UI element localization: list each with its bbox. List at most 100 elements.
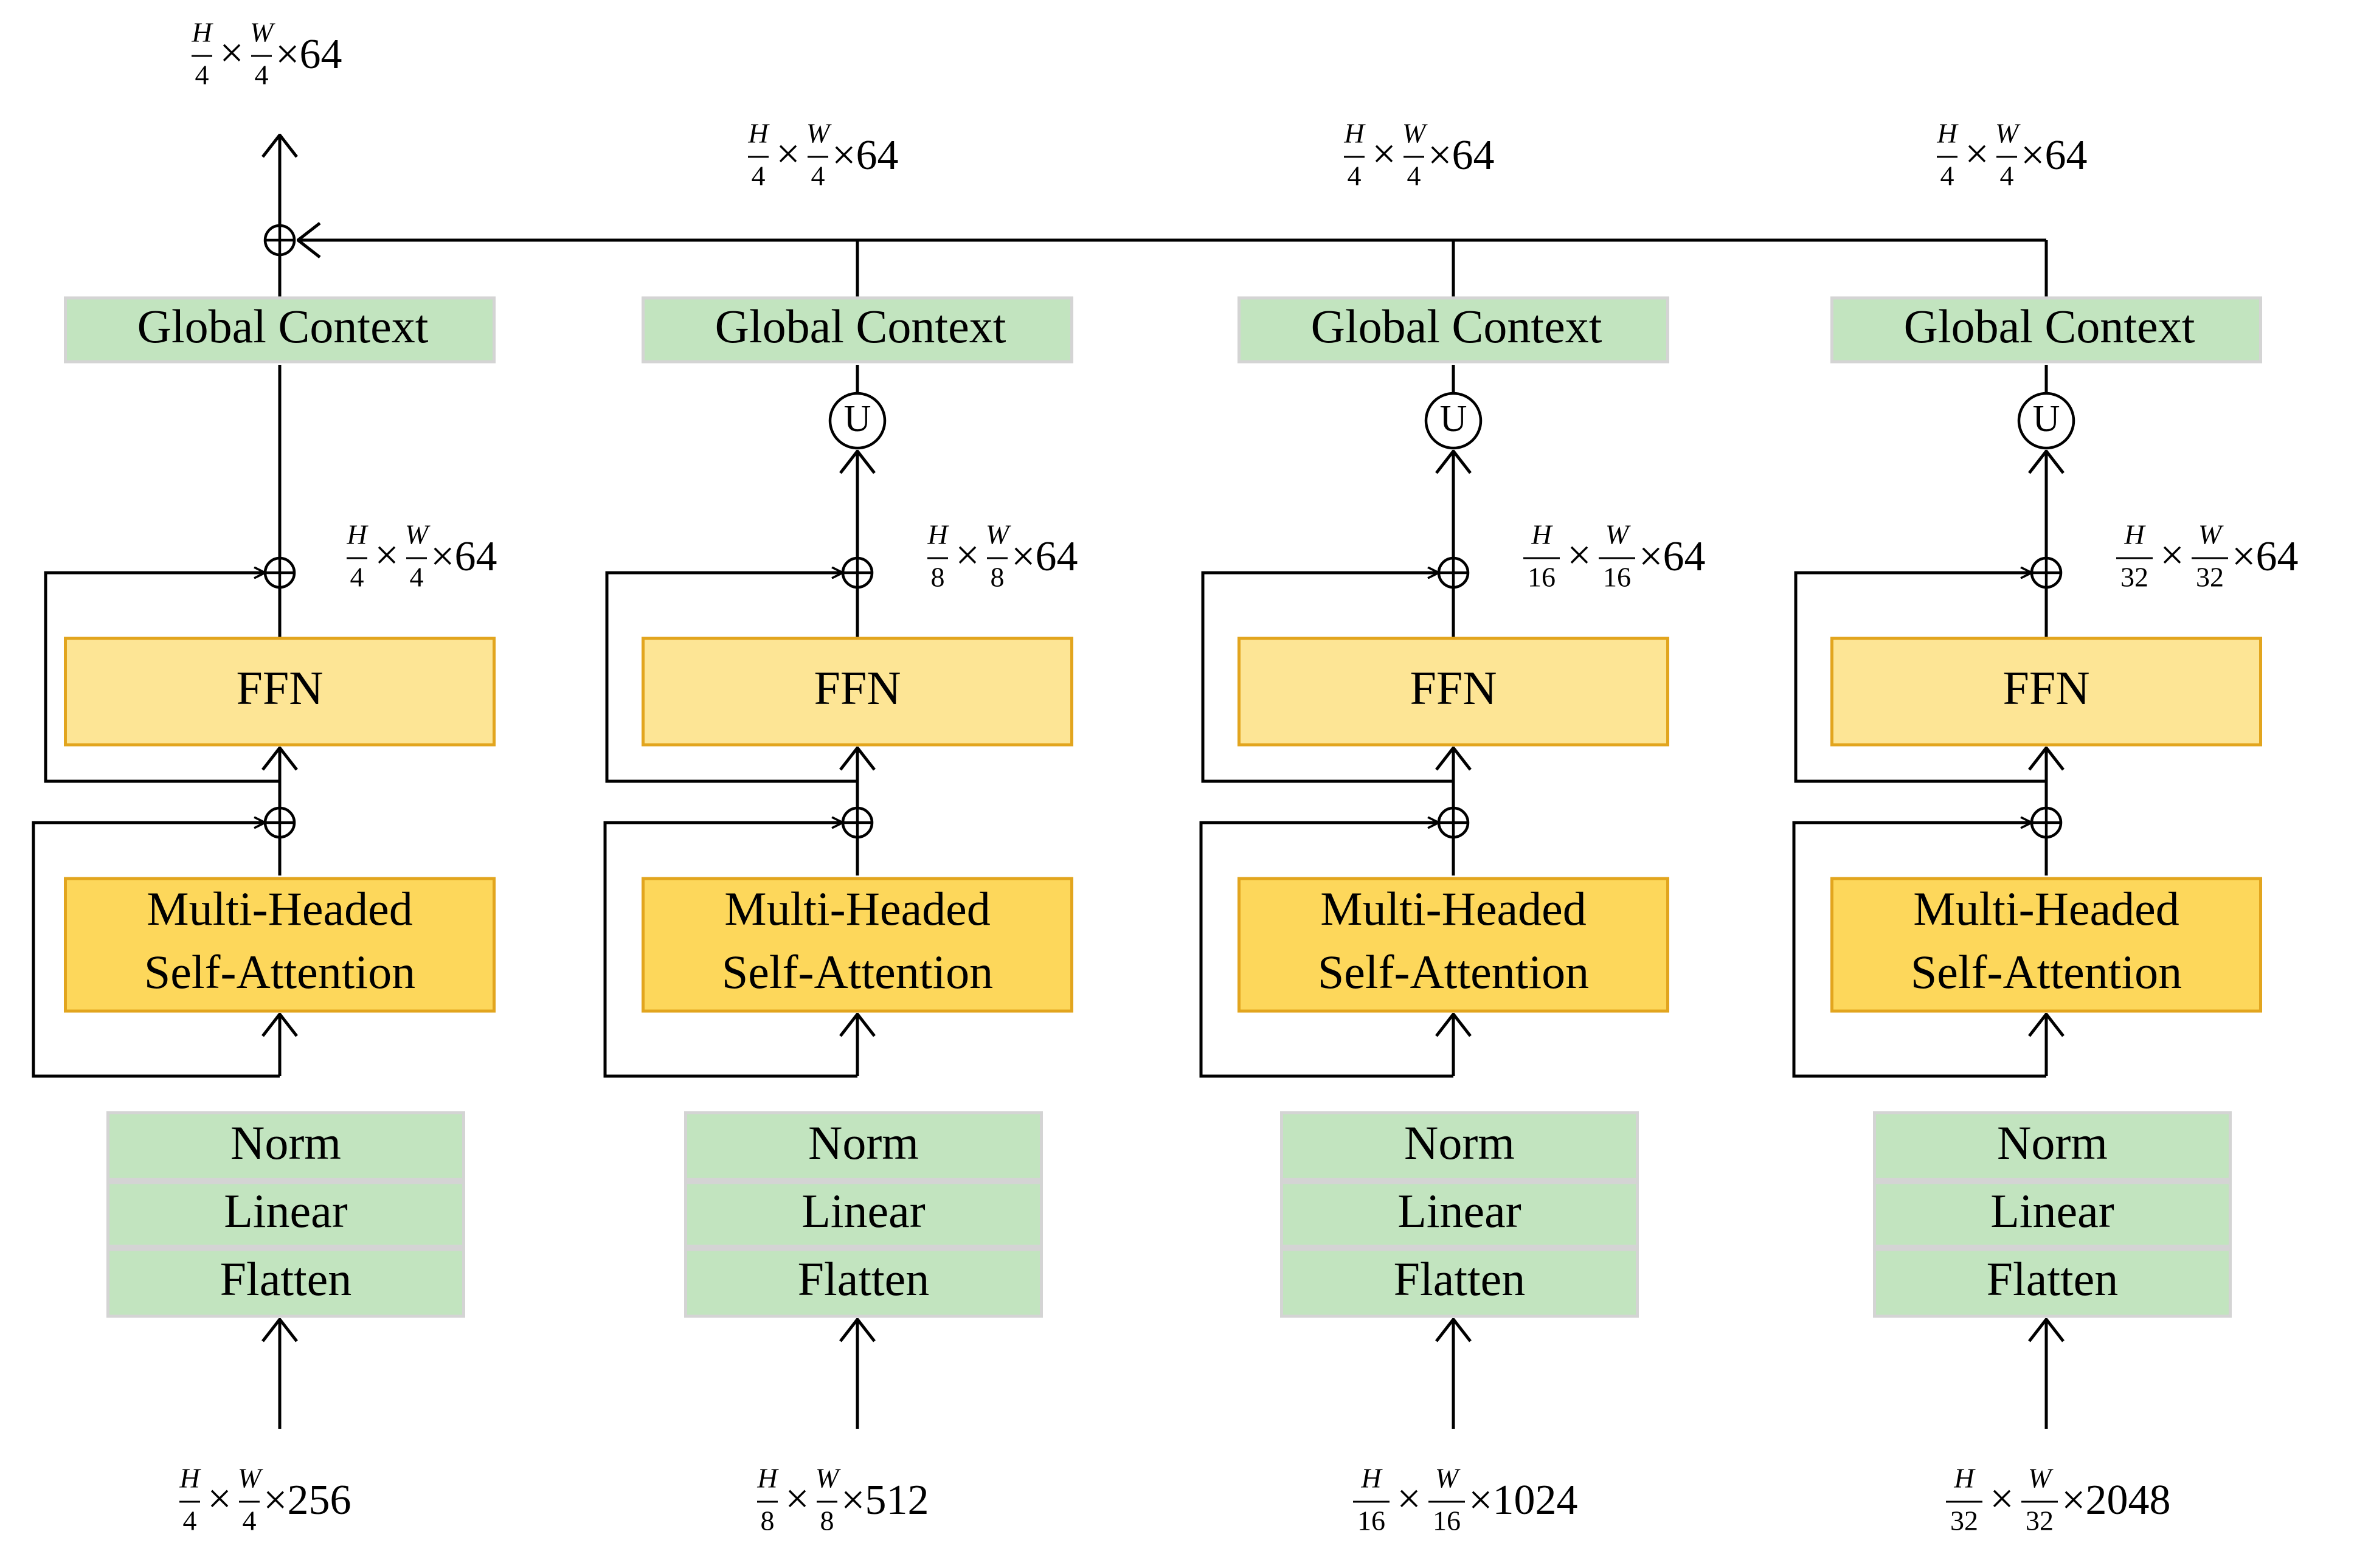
ffn-block	[1237, 637, 1669, 747]
fraction-numerator: H	[1360, 1463, 1383, 1494]
fraction-numerator: H	[927, 519, 949, 550]
residual-1-arrow	[1199, 823, 1453, 1078]
connector-lines	[32, 135, 2046, 1429]
times-symbol: ×	[785, 1476, 809, 1522]
fraction-numerator: W	[806, 118, 832, 149]
residual-1-arrow	[32, 823, 280, 1078]
norm-block	[684, 1111, 1043, 1181]
times-symbol: ×	[1397, 1476, 1421, 1522]
fraction-denominator: 16	[1433, 1505, 1461, 1536]
norm-block	[106, 1111, 465, 1181]
ffn-block	[64, 637, 496, 747]
times-symbol: ×	[1990, 1476, 2013, 1522]
linear-block	[106, 1181, 465, 1248]
output-dim-label: H4×W4×64	[747, 118, 898, 192]
global-context-block	[1237, 296, 1669, 364]
fraction-numerator: W	[815, 1463, 841, 1494]
fraction-denominator: 4	[255, 60, 269, 91]
upsample-icon: U	[1424, 392, 1483, 450]
fraction-numerator: H	[1936, 118, 1959, 149]
times-symbol: ×	[375, 532, 398, 579]
fraction-denominator: 8	[761, 1505, 775, 1536]
add-icon	[1437, 806, 1470, 839]
mhsa-label-line2: Self-Attention	[144, 945, 415, 998]
ffn-block	[1830, 637, 2262, 747]
flatten-label: Flatten	[1394, 1252, 1526, 1305]
add-icon	[841, 806, 874, 839]
fraction-denominator: 8	[820, 1505, 834, 1536]
fraction-denominator: 4	[410, 562, 424, 593]
channel-count: ×1024	[1469, 1477, 1577, 1524]
times-symbol: ×	[2160, 532, 2184, 579]
upsample-circle	[2017, 392, 2075, 450]
fraction-numerator: W	[1605, 519, 1631, 550]
channel-count: ×512	[841, 1477, 929, 1524]
channel-count: ×64	[1428, 132, 1494, 179]
fraction-denominator: 4	[183, 1505, 197, 1536]
residual-2-arrow	[44, 573, 280, 783]
fraction-numerator: W	[2198, 519, 2224, 550]
fraction-denominator: 4	[1348, 161, 1362, 192]
norm-label: Norm	[1997, 1116, 2108, 1169]
input-dim-label: H8×W8×512	[756, 1463, 929, 1536]
times-symbol: ×	[207, 1476, 231, 1522]
ffn-label: FFN	[1410, 661, 1497, 714]
mhsa-block	[64, 877, 496, 1013]
fraction-denominator: 32	[1950, 1505, 1978, 1536]
flatten-block	[1280, 1248, 1639, 1318]
times-symbol: ×	[1567, 532, 1591, 579]
times-symbol: ×	[955, 532, 979, 579]
linear-block	[1280, 1181, 1639, 1248]
channel-count: ×2048	[2061, 1477, 2170, 1524]
upsample-icon: U	[828, 392, 887, 450]
channel-count: ×64	[2232, 533, 2298, 580]
norm-label: Norm	[808, 1116, 919, 1169]
channel-count: ×64	[275, 31, 342, 78]
fraction-denominator: 32	[2120, 562, 2148, 593]
fraction-denominator: 8	[991, 562, 1005, 593]
norm-block	[1873, 1111, 2232, 1181]
mhsa-label-line1: Multi-Headed	[1913, 882, 2179, 935]
dimension-labels: H4×W4×256H4×W4×64H8×W8×512H8×W8×64H4×W4×…	[179, 17, 2298, 1536]
upsample-label: U	[844, 398, 871, 440]
add-icon	[841, 556, 874, 589]
channel-count: ×64	[2021, 132, 2087, 179]
fraction-numerator: H	[1531, 519, 1553, 550]
mhsa-label-line2: Self-Attention	[722, 945, 993, 998]
blocks: Global ContextFFNMulti-HeadedSelf-Attent…	[64, 296, 2262, 1318]
fraction-denominator: 16	[1528, 562, 1556, 593]
fraction-denominator: 4	[243, 1505, 257, 1536]
upsample-icon: U	[2017, 392, 2075, 450]
fraction-denominator: 4	[811, 161, 825, 192]
fraction-denominator: 32	[2196, 562, 2224, 593]
upsample-circle	[828, 392, 887, 450]
fraction-numerator: W	[405, 519, 431, 550]
channel-count: ×64	[832, 132, 898, 179]
mid-dim-label: H16×W16×64	[1523, 519, 1705, 593]
fraction-numerator: H	[2124, 519, 2146, 550]
fraction-denominator: 8	[931, 562, 945, 593]
mhsa-block	[1830, 877, 2262, 1013]
fraction-numerator: H	[1953, 1463, 1976, 1494]
channel-count: ×64	[431, 533, 497, 580]
mhsa-label-line1: Multi-Headed	[147, 882, 413, 935]
mid-dim-label: H 32 × W 32 ×64	[2116, 519, 2298, 593]
mhsa-block	[1237, 877, 1669, 1013]
fraction-numerator: H	[756, 1463, 779, 1494]
mid-dim-label: H8×W8×64	[927, 519, 1078, 593]
fraction-numerator: W	[250, 17, 275, 48]
upsample-label: U	[1440, 398, 1467, 440]
input-dim-label: H32×W32×2048	[1946, 1463, 2170, 1536]
fraction-denominator: 4	[2000, 161, 2014, 192]
flatten-label: Flatten	[1987, 1252, 2119, 1305]
linear-label: Linear	[1990, 1184, 2114, 1237]
global-context-block	[1830, 296, 2262, 364]
fraction-denominator: 4	[195, 60, 209, 91]
linear-label: Linear	[1397, 1184, 1521, 1237]
ffn-label: FFN	[236, 661, 323, 714]
fraction-numerator: H	[1343, 118, 1366, 149]
linear-label: Linear	[224, 1184, 348, 1237]
